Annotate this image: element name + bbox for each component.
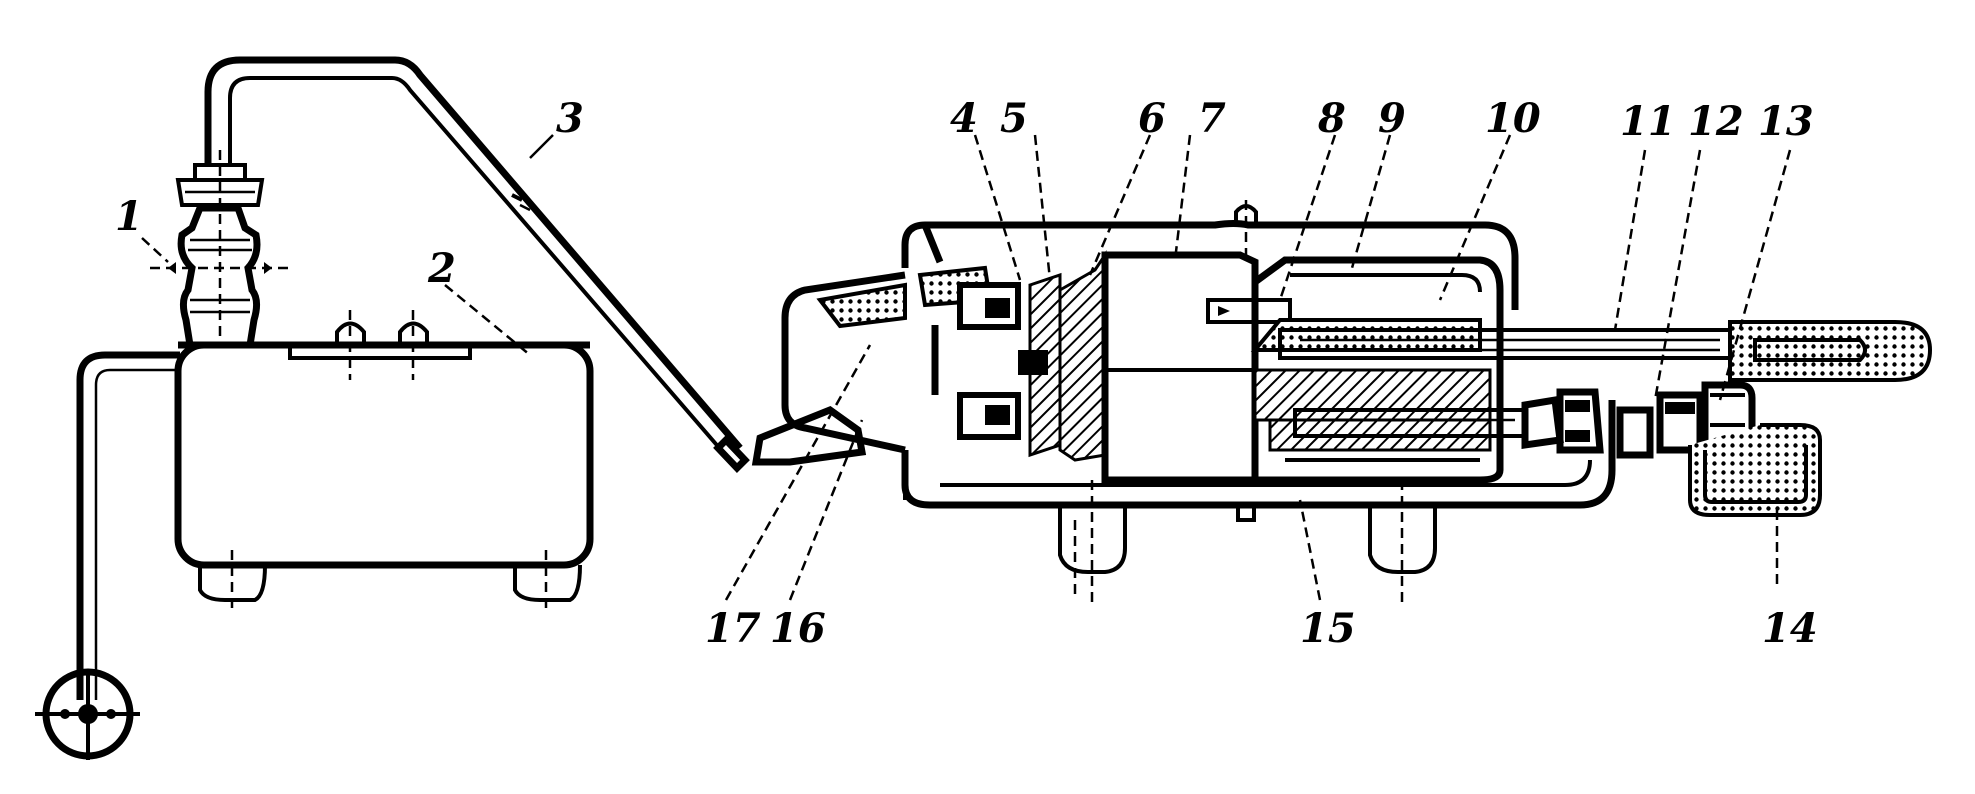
chamber: [1101, 251, 1259, 484]
leader-lines: [141, 134, 1792, 601]
label-17: 17: [705, 605, 761, 652]
lower-rod: [1293, 381, 1822, 517]
label-3: 3: [556, 95, 584, 142]
gland-seals: [917, 265, 1062, 458]
callout-labels: 1 2 3 4 5 6 7 8 9 10 11 12 13 14 15 16 1…: [115, 95, 1818, 652]
label-8: 8: [1317, 95, 1346, 142]
left-assembly: [35, 56, 750, 760]
label-4: 4: [950, 95, 978, 142]
label-1: 1: [115, 193, 143, 240]
hose-3: [204, 56, 750, 474]
label-14: 14: [1762, 605, 1818, 652]
label-5: 5: [1000, 95, 1028, 142]
upper-rod: [1278, 320, 1933, 382]
piston: [1058, 250, 1107, 462]
label-16: 16: [770, 605, 826, 652]
tank: [174, 310, 594, 612]
label-9: 9: [1378, 95, 1406, 142]
label-11: 11: [1620, 98, 1676, 145]
valve-wheel: [35, 668, 140, 760]
label-6: 6: [1138, 95, 1166, 142]
housing-outer: [901, 220, 1519, 310]
hand-pump: [150, 150, 290, 349]
left-pipe: [76, 351, 180, 700]
cylinder-assembly: [751, 200, 1933, 605]
label-10: 10: [1485, 95, 1541, 142]
label-15: 15: [1300, 605, 1356, 652]
label-13: 13: [1758, 98, 1814, 145]
label-7: 7: [1198, 95, 1226, 142]
label-2: 2: [427, 245, 456, 292]
label-12: 12: [1688, 98, 1744, 145]
